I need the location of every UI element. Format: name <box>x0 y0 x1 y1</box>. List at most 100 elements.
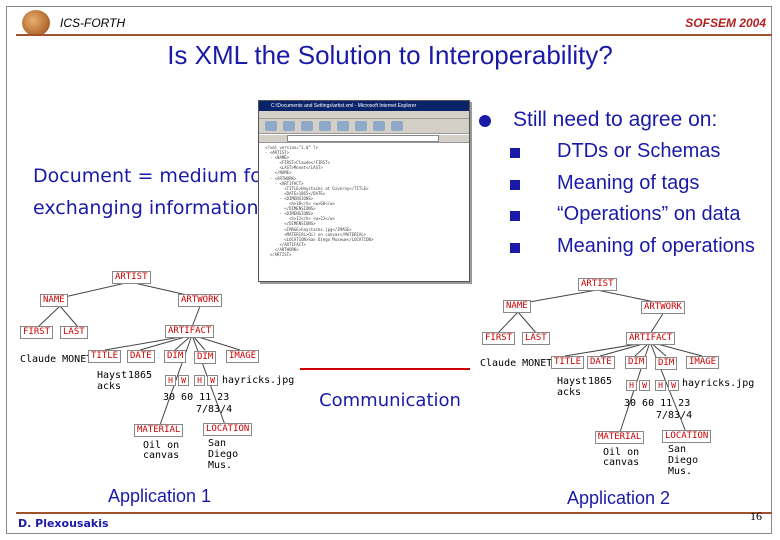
tree-node-first: FIRST <box>20 326 54 339</box>
xml-source-line: <FIRST>Claude</FIRST> <box>265 160 331 166</box>
xml-source-line: <LAST>Monet</LAST> <box>265 165 323 171</box>
xml-source-line: - <DIMENSIONS> <box>265 211 314 217</box>
tree-value-location-1: San <box>208 438 227 449</box>
main-bullet: Still need to agree on: <box>477 104 755 136</box>
tree-value-location-3: Mus. <box>668 466 693 477</box>
bullet-square-icon <box>510 242 520 253</box>
tree-node-name: NAME <box>40 294 68 307</box>
xml-source-line: <h>11</h> <w>23</w> <box>265 216 335 222</box>
tree-value-image: hayricks.jpg <box>682 378 755 389</box>
tree-value-artist-name: Claude MONET <box>20 354 93 365</box>
xml-source-line: <MATERIAL>Oil on canvas</MATERIAL> <box>265 231 367 237</box>
tree-value-title-1: Hayst <box>97 370 128 381</box>
tree-node-location: LOCATION <box>662 430 712 443</box>
tree-value-material-1: Oil on <box>603 447 640 458</box>
tree-node-title: TITLE <box>551 356 585 369</box>
tree-node-artist: ARTIST <box>578 278 617 291</box>
tree-node-image: IMAGE <box>686 356 720 369</box>
tree-value-location-1: San <box>668 444 687 455</box>
tree-node-w: W <box>668 380 679 391</box>
tree-value-location-2: Diego <box>668 455 699 466</box>
tree-node-h: H <box>626 380 637 391</box>
application-2-label: Application 2 <box>567 488 671 508</box>
tree-value-dims-2: 7/83/4 <box>196 404 233 415</box>
communication-label: Communication <box>319 390 461 411</box>
tree-node-date: DATE <box>587 356 615 369</box>
header-rule <box>16 34 772 36</box>
sub-bullet: DTDs or Schemas <box>477 136 755 168</box>
author-name: D. Plexousakis <box>18 517 109 530</box>
header-event: SOFSEM 2004 <box>685 16 766 30</box>
xml-source-line: - <ARTIST> <box>265 150 290 156</box>
tree-node-last: LAST <box>60 326 88 339</box>
browser-address-bar <box>259 135 469 143</box>
footer-rule <box>16 512 772 514</box>
xml-source-line: </DIMENSIONS> <box>265 206 316 212</box>
requirements-list: Still need to agree on: DTDs or Schemas … <box>477 104 755 262</box>
xml-source-line: - <DIMENSIONS> <box>265 195 314 201</box>
tree-value-date: 1865 <box>128 370 153 381</box>
tree-node-title: TITLE <box>88 350 122 363</box>
bullet-square-icon <box>510 148 520 158</box>
tree-node-w: W <box>207 375 218 386</box>
xml-source-line: <TITLE>Haystacks at Giverny</TITLE> <box>265 185 369 191</box>
tree-node-artwork: ARTWORK <box>178 294 222 307</box>
tree-value-image: hayricks.jpg <box>222 375 295 386</box>
tree-node-artifact: ARTIFACT <box>165 325 215 338</box>
tree-value-location-2: Diego <box>208 449 239 460</box>
tree-node-first: FIRST <box>482 332 516 345</box>
tree-node-h: H <box>655 380 666 391</box>
communication-line <box>300 368 470 370</box>
page-number: 16 <box>750 509 762 523</box>
tree-node-name: NAME <box>503 300 531 313</box>
ics-forth-logo <box>22 10 50 36</box>
xml-source-line: </ARTIST> <box>265 251 292 257</box>
sub-bullet: Meaning of tags <box>477 168 755 200</box>
tree-node-material: MATERIAL <box>134 424 184 437</box>
xml-source-line: <DATE>1865</DATE> <box>265 190 326 196</box>
xml-source-line: - <NAME> <box>265 155 290 161</box>
xml-source-view: <?xml version="1.0" ?>- <ARTIST> - <NAME… <box>259 143 469 259</box>
bullet-square-icon <box>510 179 520 190</box>
tree-value-date: 1865 <box>588 376 613 387</box>
browser-title-bar: C:\Documents and Settings\artist.xml - M… <box>259 101 469 111</box>
tree-node-dim: DIM <box>164 350 187 363</box>
tree-node-dim: DIM <box>655 357 678 370</box>
xml-source-line: <h>30</h> <w>60</w> <box>265 201 335 207</box>
tree-node-last: LAST <box>522 332 550 345</box>
tree-value-dims-2: 7/83/4 <box>656 410 693 421</box>
bullet-dot-icon <box>479 115 491 127</box>
tree-node-h: H <box>194 375 205 386</box>
xml-source-line: - <ARTIFACT> <box>265 180 304 186</box>
document-definition-line2: exchanging information <box>33 197 259 219</box>
tree-node-artwork: ARTWORK <box>641 301 685 314</box>
browser-screenshot: C:\Documents and Settings\artist.xml - M… <box>258 100 470 282</box>
tree-value-title-1: Hayst <box>557 376 588 387</box>
tree-node-material: MATERIAL <box>595 431 645 444</box>
tree-node-image: IMAGE <box>226 350 260 363</box>
tree-node-artist: ARTIST <box>112 271 151 284</box>
browser-toolbar <box>259 119 469 134</box>
tree-value-dims-1: 30 60 11 23 <box>163 392 230 403</box>
xml-source-line: </ARTWORK> <box>265 246 299 252</box>
tree-node-artifact: ARTIFACT <box>626 332 676 345</box>
tree-value-location-3: Mus. <box>208 460 233 471</box>
sub-bullet: Meaning of operations <box>477 231 755 263</box>
tree-value-title-2: acks <box>557 387 582 398</box>
xml-source-line: </NAME> <box>265 170 292 176</box>
xml-source-line: <IMAGE>haystacks.jpg</IMAGE> <box>265 226 352 232</box>
xml-source-line: <LOCATION>San Diego Museum</LOCATION> <box>265 236 374 242</box>
tree-value-title-2: acks <box>97 381 122 392</box>
slide-frame <box>6 6 772 534</box>
tree-value-dims-1: 30 60 11 23 <box>624 398 691 409</box>
xml-source-line: </DIMENSIONS> <box>265 221 316 227</box>
tree-node-h: H <box>165 375 176 386</box>
browser-menu-bar <box>259 111 469 119</box>
slide-title: Is XML the Solution to Interoperability? <box>167 40 613 70</box>
tree-node-location: LOCATION <box>203 423 253 436</box>
tree-value-artist-name: Claude MONET <box>480 358 553 369</box>
tree-node-w: W <box>178 375 189 386</box>
header-org: ICS-FORTH <box>60 16 126 30</box>
tree-node-dim: DIM <box>625 356 648 369</box>
